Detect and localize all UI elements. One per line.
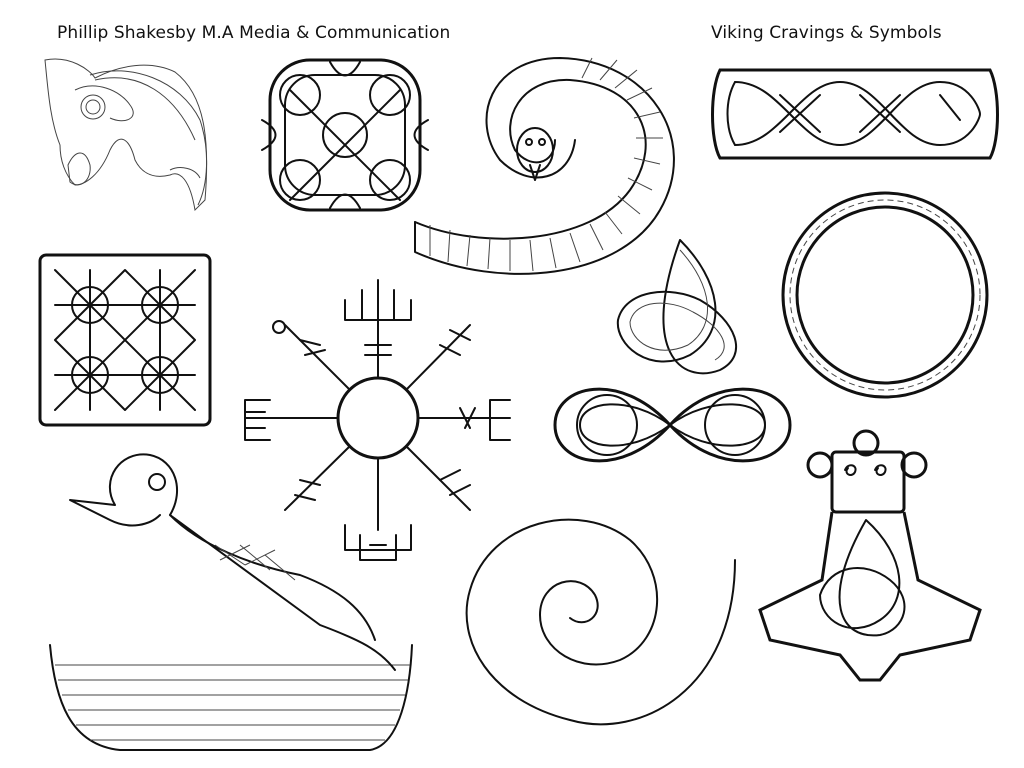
- triquetra: [616, 239, 738, 375]
- author-credit: Phillip Shakesby M.A Media & Communicati…: [57, 23, 451, 43]
- dragon-head-carving: [44, 58, 208, 212]
- vegvisir-compass: [244, 279, 511, 561]
- braided-knot-band: [711, 68, 999, 160]
- longship: [49, 453, 413, 751]
- infinity-knot: [553, 387, 792, 463]
- interlace-knot-panel: [38, 253, 212, 427]
- mjolnir-hammer: [758, 429, 982, 682]
- spiral: [465, 518, 736, 726]
- serpent-spiral: [414, 57, 675, 275]
- celtic-knot-square: [261, 58, 429, 212]
- rope-ring: [781, 191, 989, 399]
- sheet-title: Viking Cravings & Symbols: [711, 23, 942, 43]
